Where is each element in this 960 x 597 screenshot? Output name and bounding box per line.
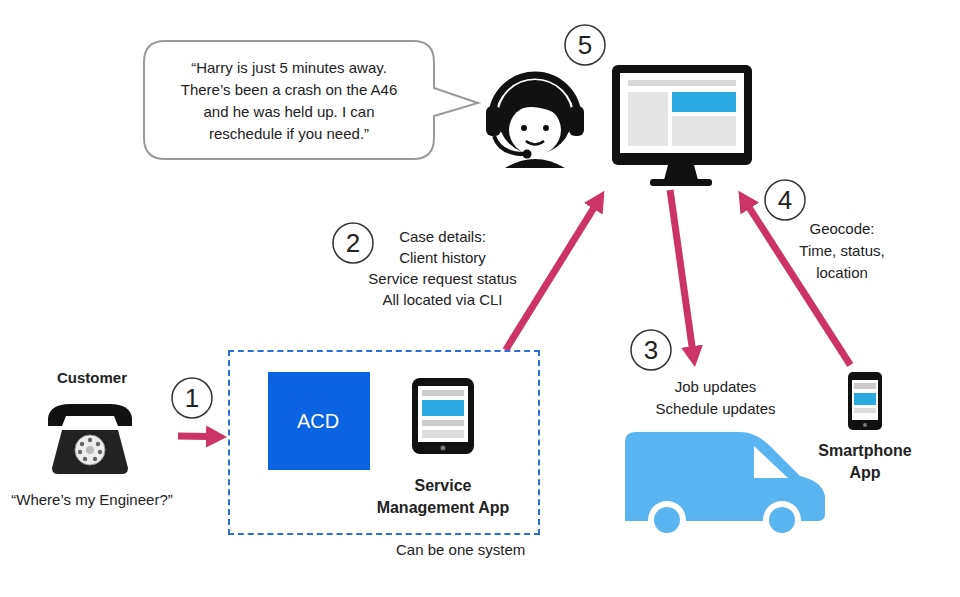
monitor-icon (628, 92, 668, 146)
agent-icon (509, 105, 561, 155)
callout-circle (631, 330, 671, 370)
callout-number: 4 (765, 185, 805, 215)
callout-circle (565, 25, 605, 65)
node-text: “Harry is just 5 minutes away. There’s b… (143, 57, 435, 145)
monitor-icon (620, 73, 744, 153)
agent-icon (543, 125, 549, 131)
smartphone-icon (848, 372, 882, 430)
tablet-icon (422, 400, 464, 416)
agent-icon (486, 75, 584, 168)
tablet-icon (418, 386, 468, 442)
telephone-icon (83, 457, 87, 461)
tablet-icon (412, 378, 474, 454)
smartphone-icon (854, 408, 876, 413)
system-group: Can be one system ACD Service Management A… (228, 350, 540, 562)
smartphone-app: Smartphone App (810, 365, 922, 486)
monitor-icon (612, 65, 752, 165)
node-text: Job updates Schedule updates (618, 376, 813, 420)
telephone-icon (78, 450, 82, 454)
monitor-icon (672, 92, 736, 112)
edge-label: Case details: Client history Service req… (360, 226, 525, 310)
node-text: 5 (565, 30, 605, 60)
node-text: ACD (268, 408, 368, 434)
telephone-icon (86, 446, 94, 454)
callout-number: 2 (333, 228, 373, 258)
node-text: Customer (8, 368, 176, 388)
agent-icon (486, 106, 501, 136)
edge-label: Geocode: Time, status, location (792, 218, 892, 284)
agent-icon (508, 95, 562, 124)
monitor-icon (664, 165, 698, 180)
tablet-icon (422, 390, 464, 396)
node-text: Service Management App (368, 475, 518, 519)
bubble-outline (144, 41, 478, 159)
flow-arrow (506, 208, 594, 350)
monitor-icon (628, 80, 736, 86)
tablet-icon (412, 378, 474, 454)
agent-icon (492, 75, 578, 118)
agent-icon (523, 150, 532, 159)
service-van: Job updates Schedule updates (618, 368, 828, 533)
monitor-icon (650, 179, 712, 186)
tablet-icon (441, 446, 446, 451)
smartphone-icon (854, 383, 876, 389)
telephone-icon (93, 457, 97, 461)
telephone-icon (96, 442, 100, 446)
app-tablet: Service Management App (368, 372, 520, 522)
node-text: Smartphone App (810, 440, 920, 484)
telephone-icon (48, 404, 132, 474)
callout-number: 1 (172, 383, 212, 413)
telephone-icon (52, 430, 128, 474)
agent-icon (498, 80, 572, 154)
van-icon (763, 501, 801, 539)
agent-monitor: 5 (565, 25, 755, 190)
telephone-icon (88, 438, 92, 442)
agent-icon (521, 125, 527, 131)
telephone-icon (80, 442, 84, 446)
customer-phone: Customer “Where’s my Engineer?” (8, 362, 178, 512)
callout-circle (172, 378, 212, 418)
agent-icon (505, 159, 565, 168)
acd-box: ACD (268, 372, 370, 470)
agent-icon (569, 106, 584, 136)
callout-number: 3 (631, 335, 671, 365)
van-icon (648, 501, 686, 539)
callout-circle (765, 180, 805, 220)
flow-arrow (670, 190, 692, 347)
van-icon (625, 432, 825, 539)
monitor-icon (672, 116, 736, 146)
monitor-icon (612, 65, 752, 186)
agent-icon (526, 141, 544, 145)
tablet-icon (422, 420, 464, 426)
node-text: Can be one system (396, 540, 525, 560)
tablet-icon (422, 430, 464, 438)
telephone-icon (75, 435, 105, 465)
speech-bubble: “Harry is just 5 minutes away. There’s b… (143, 40, 483, 160)
van-icon (754, 446, 788, 478)
smartphone-icon (854, 393, 876, 405)
van-icon (769, 507, 795, 533)
callout-circle (333, 223, 373, 263)
agent-icon (494, 136, 524, 154)
smartphone-icon (863, 423, 867, 427)
telephone-icon (48, 404, 132, 426)
van-icon (654, 507, 680, 533)
smartphone-icon (848, 372, 882, 430)
node-text: “Where’s my Engineer?” (8, 490, 176, 510)
smartphone-icon (852, 380, 878, 420)
telephone-icon (98, 450, 102, 454)
flow-arrow (178, 432, 207, 440)
